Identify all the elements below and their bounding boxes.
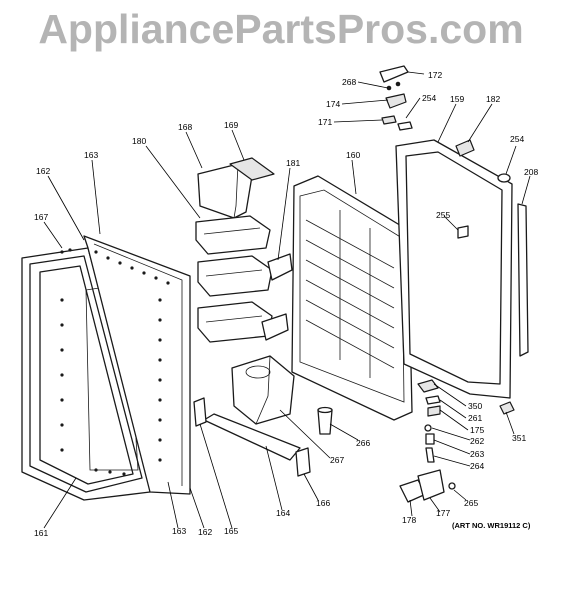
callout-351: 351 <box>512 433 526 443</box>
cup-266 <box>317 406 333 435</box>
callout-180: 180 <box>132 136 146 146</box>
callout-350: 350 <box>468 401 482 411</box>
callout-262: 262 <box>470 436 484 446</box>
callout-171: 171 <box>318 117 332 127</box>
callout-174: 174 <box>326 99 340 109</box>
callout-163-bottom: 163 <box>172 526 186 536</box>
bin-cover-168 <box>197 163 253 219</box>
callout-266: 266 <box>356 438 370 448</box>
bin-insert-169 <box>229 157 275 181</box>
callout-164: 164 <box>276 508 290 518</box>
callout-263: 263 <box>470 449 484 459</box>
callout-165: 165 <box>224 526 238 536</box>
door-handle-208 <box>517 203 529 357</box>
callout-181: 181 <box>286 158 300 168</box>
hinge-pin-264 <box>425 447 435 463</box>
end-cap-166 <box>295 447 311 477</box>
outer-door-frame-159 <box>395 139 513 399</box>
callout-162-bottom: 162 <box>198 527 212 537</box>
pin-262 <box>424 424 432 432</box>
callout-261: 261 <box>468 413 482 423</box>
screw-268 <box>386 81 401 91</box>
bin-clip-181 <box>261 253 293 341</box>
callout-169: 169 <box>224 120 238 130</box>
door-bin-180-middle <box>197 255 273 297</box>
callout-167: 167 <box>34 212 48 222</box>
bushing-254-upper <box>397 121 413 131</box>
hinge-bracket-350 <box>417 379 439 393</box>
panel-screw-holes <box>60 248 170 476</box>
dispenser-box-267 <box>231 355 295 425</box>
screw-255 <box>457 225 469 239</box>
screw-265 <box>448 482 456 490</box>
washer-261 <box>425 395 441 405</box>
shim-171 <box>381 115 397 125</box>
door-bin-180-upper <box>195 215 271 255</box>
callout-268: 268 <box>342 77 356 87</box>
watermark-logo: AppliancePartsPros.com <box>38 6 524 52</box>
callout-177: 177 <box>436 508 450 518</box>
art-number: (ART NO. WR19112 C) <box>452 521 531 530</box>
callout-172: 172 <box>428 70 442 80</box>
callout-166: 166 <box>316 498 330 508</box>
callout-264: 264 <box>470 461 484 471</box>
callout-labels: 172 268 174 254 159 182 171 168 169 180 … <box>34 70 538 538</box>
callout-159: 159 <box>450 94 464 104</box>
hinge-174 <box>385 93 407 109</box>
hinge-support-177 <box>417 469 445 501</box>
spacer-175 <box>427 405 441 417</box>
callout-175: 175 <box>470 425 484 435</box>
callout-160: 160 <box>346 150 360 160</box>
bushing-254-lower <box>497 173 511 183</box>
callout-255: 255 <box>436 210 450 220</box>
hinge-cover-172 <box>379 65 409 83</box>
callout-163-top: 163 <box>84 150 98 160</box>
plug-182 <box>455 139 475 157</box>
door-bin-180-lower <box>197 301 273 343</box>
callout-178: 178 <box>402 515 416 525</box>
inner-door-liner-160 <box>291 175 413 421</box>
callout-208: 208 <box>524 167 538 177</box>
sleeve-263 <box>425 433 435 445</box>
callout-182: 182 <box>486 94 500 104</box>
callout-267: 267 <box>330 455 344 465</box>
callout-265: 265 <box>464 498 478 508</box>
callout-162-top: 162 <box>36 166 50 176</box>
callout-168: 168 <box>178 122 192 132</box>
callout-254-upper: 254 <box>422 93 436 103</box>
callout-254-lower: 254 <box>510 134 524 144</box>
bracket-351 <box>499 401 515 415</box>
bracket-165 <box>193 397 207 427</box>
door-gasket-161 <box>21 247 151 501</box>
bottom-trim-164 <box>203 413 301 461</box>
leader-lines <box>43 71 531 529</box>
callout-161: 161 <box>34 528 48 538</box>
